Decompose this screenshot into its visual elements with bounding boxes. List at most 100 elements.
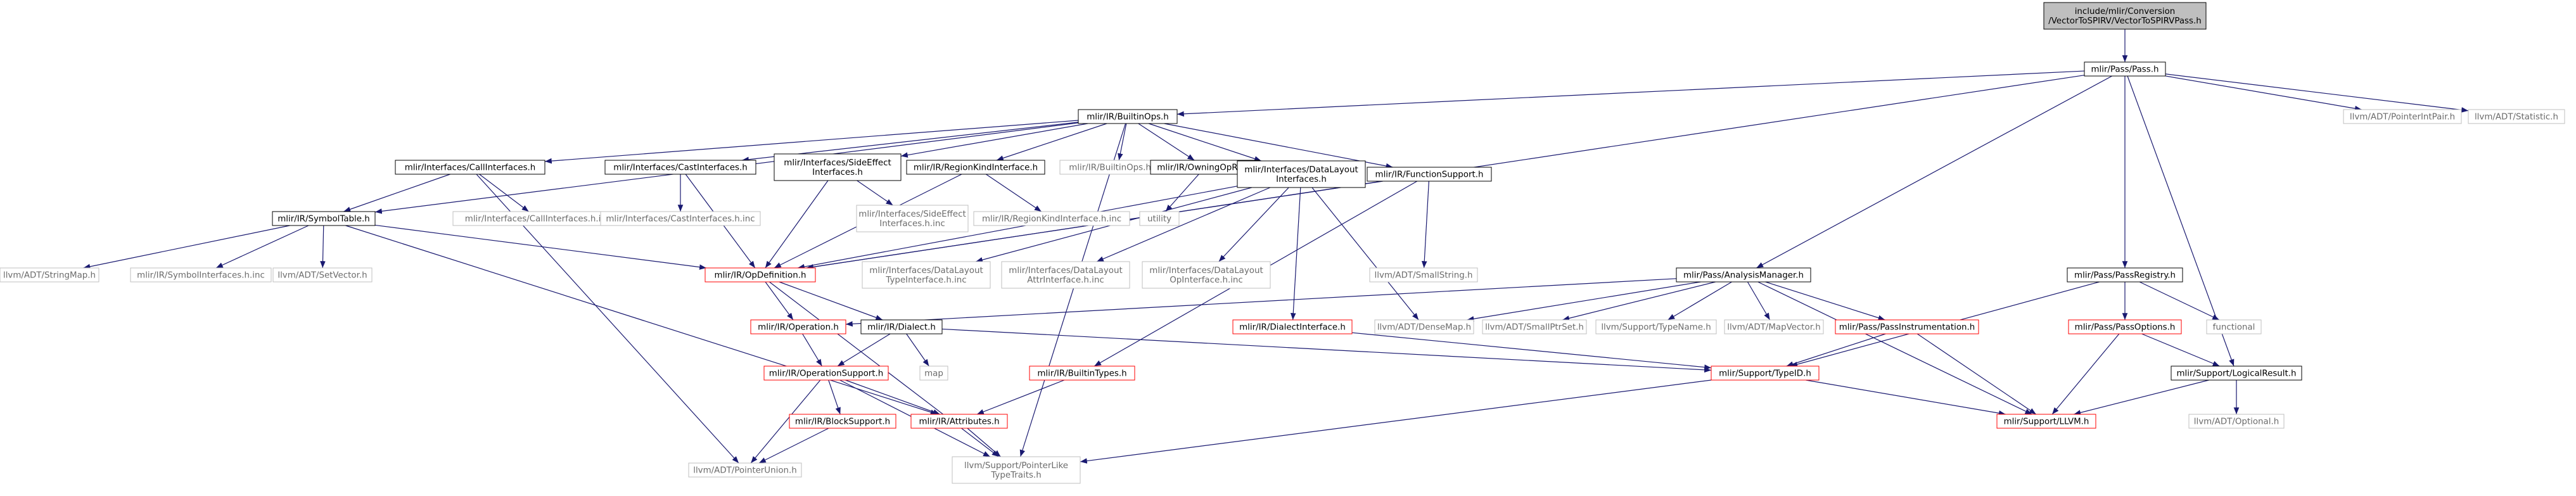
node-castif[interactable]: mlir/Interfaces/CastInterfaces.h bbox=[604, 160, 756, 175]
node-analysismgr[interactable]: mlir/Pass/AnalysisManager.h bbox=[1676, 267, 1811, 283]
node-ptrunion: llvm/ADT/PointerUnion.h bbox=[688, 462, 802, 478]
node-dialectif[interactable]: mlir/IR/DialectInterface.h bbox=[1232, 319, 1353, 334]
dependency-edge-symboltable-to-opdef bbox=[374, 224, 706, 270]
dependency-edge-datalayout-to-dialectif bbox=[1290, 187, 1301, 321]
dependency-edge-analysismgr-to-smallptrset bbox=[1562, 281, 1716, 321]
node-label-dlattrinc: mlir/Interfaces/DataLayout bbox=[1009, 266, 1122, 276]
node-opsupport[interactable]: mlir/IR/OperationSupport.h bbox=[763, 366, 889, 381]
dependency-edge-builtinops-to-datalayout bbox=[1148, 123, 1261, 162]
node-box-optional bbox=[2188, 414, 2285, 429]
node-box-funcsupport bbox=[1367, 167, 1492, 182]
dependency-edge-symboltable-to-stringmap bbox=[83, 225, 290, 270]
node-label-regionkindinc: mlir/IR/RegionKindInterface.h.inc bbox=[982, 215, 1121, 224]
node-passinstr[interactable]: mlir/Pass/PassInstrumentation.h bbox=[1835, 319, 1979, 334]
node-box-dialectif bbox=[1232, 319, 1353, 334]
dependency-edge-builtintypes-to-attributes bbox=[976, 379, 1065, 415]
node-box-dlattrinc bbox=[1001, 261, 1130, 289]
node-callif[interactable]: mlir/Interfaces/CallInterfaces.h bbox=[395, 160, 545, 175]
node-passoptions[interactable]: mlir/Pass/PassOptions.h bbox=[2068, 319, 2182, 334]
node-label-passoptions: mlir/Pass/PassOptions.h bbox=[2075, 323, 2176, 333]
node-owningop[interactable]: mlir/IR/OwningOpRef.h bbox=[1150, 160, 1260, 175]
node-label-blocksupport: mlir/IR/BlockSupport.h bbox=[795, 417, 890, 427]
node-box-builtinops bbox=[1078, 109, 1178, 124]
node-typeid[interactable]: mlir/Support/TypeID.h bbox=[1711, 366, 1820, 381]
node-pass[interactable]: mlir/Pass/Pass.h bbox=[2084, 61, 2166, 77]
node-label-owningop: mlir/IR/OwningOpRef.h bbox=[1157, 163, 1253, 173]
node-label-pass: mlir/Pass/Pass.h bbox=[2091, 65, 2158, 75]
node-callifinc: mlir/Interfaces/CallInterfaces.h.inc bbox=[452, 211, 623, 226]
node-label-dltypeinc: mlir/Interfaces/DataLayout bbox=[869, 266, 983, 276]
node-label-regionkind: mlir/IR/RegionKindInterface.h bbox=[914, 163, 1038, 173]
dependency-edge-datalayout-to-dlopinc bbox=[1218, 187, 1289, 262]
node-regionkind[interactable]: mlir/IR/RegionKindInterface.h bbox=[906, 160, 1045, 175]
node-label-symboltable: mlir/IR/SymbolTable.h bbox=[277, 215, 370, 224]
dependency-edge-analysismgr-to-llvmh bbox=[1757, 281, 2032, 415]
node-symboltable[interactable]: mlir/IR/SymbolTable.h bbox=[272, 211, 376, 226]
dependency-edge-pass-to-analysismgr bbox=[1756, 75, 2112, 269]
node-label-root: include/mlir/Conversion bbox=[2075, 7, 2176, 16]
node-box-dialect bbox=[860, 319, 943, 334]
node-label-sideeffinc: Interfaces.h.inc bbox=[879, 219, 945, 229]
node-box-castif bbox=[604, 160, 756, 175]
dependency-edge-sideeff-to-opdef bbox=[765, 180, 829, 269]
dependency-edge-typeid-to-llvmh bbox=[1806, 379, 2006, 416]
dependency-edge-analysismgr-to-mapvector bbox=[1747, 281, 1771, 321]
node-builtintypes[interactable]: mlir/IR/BuiltinTypes.h bbox=[1029, 366, 1135, 381]
node-funcsupport[interactable]: mlir/IR/FunctionSupport.h bbox=[1367, 167, 1492, 182]
node-blocksupport[interactable]: mlir/IR/BlockSupport.h bbox=[789, 414, 896, 429]
node-box-smallptrset bbox=[1482, 319, 1587, 334]
node-logicalresult[interactable]: mlir/Support/LogicalResult.h bbox=[2171, 366, 2302, 381]
dependency-edge-logicalresult-to-llvmh bbox=[2074, 379, 2209, 416]
node-opdef[interactable]: mlir/IR/OpDefinition.h bbox=[705, 267, 816, 283]
node-label-statistic: llvm/ADT/Statistic.h bbox=[2475, 113, 2558, 122]
node-label-castifinc: mlir/Interfaces/CastInterfaces.h.inc bbox=[606, 215, 755, 224]
node-operation[interactable]: mlir/IR/Operation.h bbox=[750, 319, 846, 334]
node-box-datalayout bbox=[1237, 160, 1366, 188]
node-label-datalayout: Interfaces.h bbox=[1276, 175, 1327, 184]
dependency-edge-passinstr-to-llvmh bbox=[1916, 333, 2037, 415]
node-label-stringmap: llvm/ADT/StringMap.h bbox=[3, 271, 96, 281]
node-llvmh[interactable]: mlir/Support/LLVM.h bbox=[1996, 414, 2096, 429]
node-passregistry[interactable]: mlir/Pass/PassRegistry.h bbox=[2067, 267, 2183, 283]
node-box-regionkind bbox=[906, 160, 1045, 175]
node-box-ptrunion bbox=[688, 462, 802, 478]
node-mapvector: llvm/ADT/MapVector.h bbox=[1724, 319, 1824, 334]
dependency-edge-analysismgr-to-densemap bbox=[1467, 281, 1701, 322]
node-setvector: llvm/ADT/SetVector.h bbox=[272, 267, 373, 283]
node-label-opsupport: mlir/IR/OperationSupport.h bbox=[769, 369, 884, 379]
dependency-edge-symboltable-to-symifinc bbox=[215, 225, 309, 269]
node-label-sideeff: Interfaces.h bbox=[812, 168, 863, 177]
node-box-builtintypes bbox=[1029, 366, 1135, 381]
node-box-root bbox=[2043, 2, 2207, 30]
node-label-typeid: mlir/Support/TypeID.h bbox=[1719, 369, 1811, 379]
dependency-edge-blocksupport-to-ptrunion bbox=[758, 428, 829, 464]
node-box-mapvector bbox=[1724, 319, 1824, 334]
node-label-datalayout: mlir/Interfaces/DataLayout bbox=[1244, 165, 1358, 175]
node-builtinops[interactable]: mlir/IR/BuiltinOps.h bbox=[1078, 109, 1178, 124]
node-label-functional: functional bbox=[2213, 323, 2255, 333]
node-box-typeid bbox=[1711, 366, 1820, 381]
dependency-edge-funcsupport-to-smallstring bbox=[1421, 181, 1429, 269]
node-label-ptrintpair: llvm/ADT/PointerIntPair.h bbox=[2350, 113, 2455, 122]
dependency-edge-passoptions-to-logicalresult bbox=[2141, 333, 2220, 367]
node-dialect[interactable]: mlir/IR/Dialect.h bbox=[860, 319, 943, 334]
dependency-edge-typeid-to-ptrliketraits bbox=[1080, 379, 1712, 464]
dependency-edge-pass-to-builtinops bbox=[1176, 70, 2085, 117]
node-stringmap: llvm/ADT/StringMap.h bbox=[0, 267, 99, 283]
node-box-stringmap bbox=[0, 267, 99, 283]
dependency-edge-dialectif-to-typeid bbox=[1351, 332, 1712, 370]
dependency-edge-analysismgr-to-passinstr bbox=[1765, 281, 1885, 321]
dependency-edge-opdef-to-dialect bbox=[779, 281, 883, 321]
node-attributes[interactable]: mlir/IR/Attributes.h bbox=[910, 414, 1008, 429]
node-box-ptrintpair bbox=[2343, 109, 2462, 124]
node-label-callifinc: mlir/Interfaces/CallInterfaces.h.inc bbox=[465, 215, 611, 224]
node-label-dlopinc: OpInterface.h.inc bbox=[1170, 276, 1243, 285]
node-label-analysismgr: mlir/Pass/AnalysisManager.h bbox=[1683, 271, 1804, 281]
dependency-edge-symboltable-to-attributes bbox=[345, 225, 938, 415]
edges-layer bbox=[83, 29, 2469, 464]
dependency-edge-attributes-to-ptrliketraits bbox=[967, 428, 1001, 457]
node-box-opdef bbox=[705, 267, 816, 283]
